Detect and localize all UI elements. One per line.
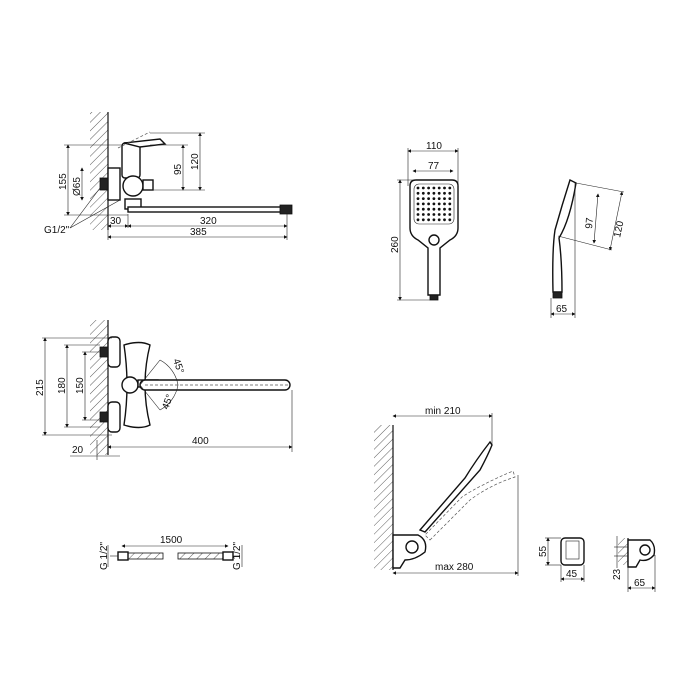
dim-d65: Ø65 — [72, 177, 83, 196]
nozzle-dot — [416, 202, 420, 206]
dim-385: 385 — [190, 227, 207, 238]
nozzle-dot — [427, 213, 430, 216]
wall-hatch — [374, 425, 393, 570]
nozzle-dot — [432, 202, 436, 206]
dim-55: 55 — [538, 545, 549, 557]
nozzle-dot — [421, 186, 425, 190]
holder-side-view: 23 65 — [612, 536, 656, 592]
angle-down: 45° — [160, 393, 176, 411]
nozzle-dot — [437, 202, 441, 206]
dim-77: 77 — [428, 161, 440, 172]
hand-shower-side-view: 97 120 65 — [550, 179, 626, 318]
nozzle-dot — [427, 191, 430, 195]
nozzle-dot — [448, 191, 452, 195]
nozzle-dot — [432, 207, 436, 211]
nozzle-dot — [416, 207, 420, 211]
nozzle-dot — [448, 207, 452, 211]
nozzle-dot — [437, 186, 441, 190]
shower-holder-installation: min 210 max 280 — [374, 406, 519, 576]
nozzle-dot — [443, 202, 446, 206]
nozzle-dot — [432, 197, 436, 201]
nozzle-dot — [437, 218, 441, 222]
nozzle-dot — [432, 213, 436, 216]
dim-215: 215 — [35, 379, 46, 396]
dim-110: 110 — [426, 141, 442, 152]
nozzle-dot — [416, 218, 420, 222]
nozzle-dot — [443, 191, 446, 195]
nozzle-dot — [448, 202, 452, 206]
nozzle-dot — [448, 213, 452, 216]
dim-1500: 1500 — [160, 535, 183, 546]
wall-hatch — [90, 112, 108, 230]
spray-nozzles — [416, 186, 452, 222]
nozzle-dot — [448, 186, 452, 190]
nozzle-dot — [427, 202, 430, 206]
nozzle-dot — [421, 218, 425, 222]
nozzle-dot — [443, 186, 446, 190]
nozzle-dot — [437, 207, 441, 211]
nozzle-dot — [427, 207, 430, 211]
dim-20: 20 — [72, 445, 84, 456]
nozzle-dot — [437, 213, 441, 216]
nozzle-dot — [421, 213, 425, 216]
holder-front-view: 55 45 — [538, 537, 585, 582]
dim-97: 97 — [584, 217, 596, 229]
hand-shower-front-view: 110 77 260 — [390, 141, 459, 301]
nozzle-dot — [421, 197, 425, 201]
dim-260: 260 — [390, 236, 401, 253]
mixer-front-view: 45° 45° 215 180 150 400 20 — [35, 320, 293, 460]
dim-120-side: 120 — [612, 220, 626, 239]
dim-400: 400 — [192, 436, 209, 447]
dim-23: 23 — [612, 568, 623, 580]
nozzle-dot — [427, 197, 430, 201]
nozzle-dot — [448, 218, 452, 222]
nozzle-dot — [448, 197, 452, 201]
nozzle-dot — [443, 197, 446, 201]
nozzle-dot — [427, 218, 430, 222]
nozzle-dot — [416, 197, 420, 201]
nozzle-dot — [416, 213, 420, 216]
dim-120: 120 — [190, 153, 201, 170]
nozzle-dot — [443, 218, 446, 222]
nozzle-dot — [421, 191, 425, 195]
dim-320: 320 — [200, 216, 217, 227]
nozzle-dot — [443, 207, 446, 211]
nozzle-dot — [437, 191, 441, 195]
nozzle-dot — [421, 202, 425, 206]
nozzle-dot — [443, 213, 446, 216]
nozzle-dot — [421, 207, 425, 211]
thread-left: G 1/2" — [99, 542, 110, 570]
dim-65-side: 65 — [556, 304, 568, 315]
dim-65-holder: 65 — [634, 578, 646, 589]
dim-30: 30 — [110, 216, 122, 227]
thread-label: G1/2" — [44, 225, 70, 236]
nozzle-dot — [427, 186, 430, 190]
nozzle-dot — [437, 197, 441, 201]
dim-150: 150 — [75, 377, 86, 394]
hose-drawing: 1500 G 1/2" G 1/2" — [99, 535, 243, 570]
dim-45: 45 — [566, 569, 578, 580]
angle-up: 45° — [170, 357, 186, 375]
nozzle-dot — [432, 218, 436, 222]
nozzle-dot — [432, 191, 436, 195]
nozzle-dot — [416, 191, 420, 195]
dim-155: 155 — [58, 173, 69, 190]
thread-right: G 1/2" — [232, 542, 243, 570]
dim-95: 95 — [173, 163, 184, 175]
dim-max-280: max 280 — [435, 562, 474, 573]
mixer-side-view: 155 Ø65 95 120 30 320 385 G1/2" — [44, 112, 293, 240]
dim-min-210: min 210 — [425, 406, 461, 417]
dim-180: 180 — [57, 377, 68, 394]
nozzle-dot — [432, 186, 436, 190]
nozzle-dot — [416, 186, 420, 190]
